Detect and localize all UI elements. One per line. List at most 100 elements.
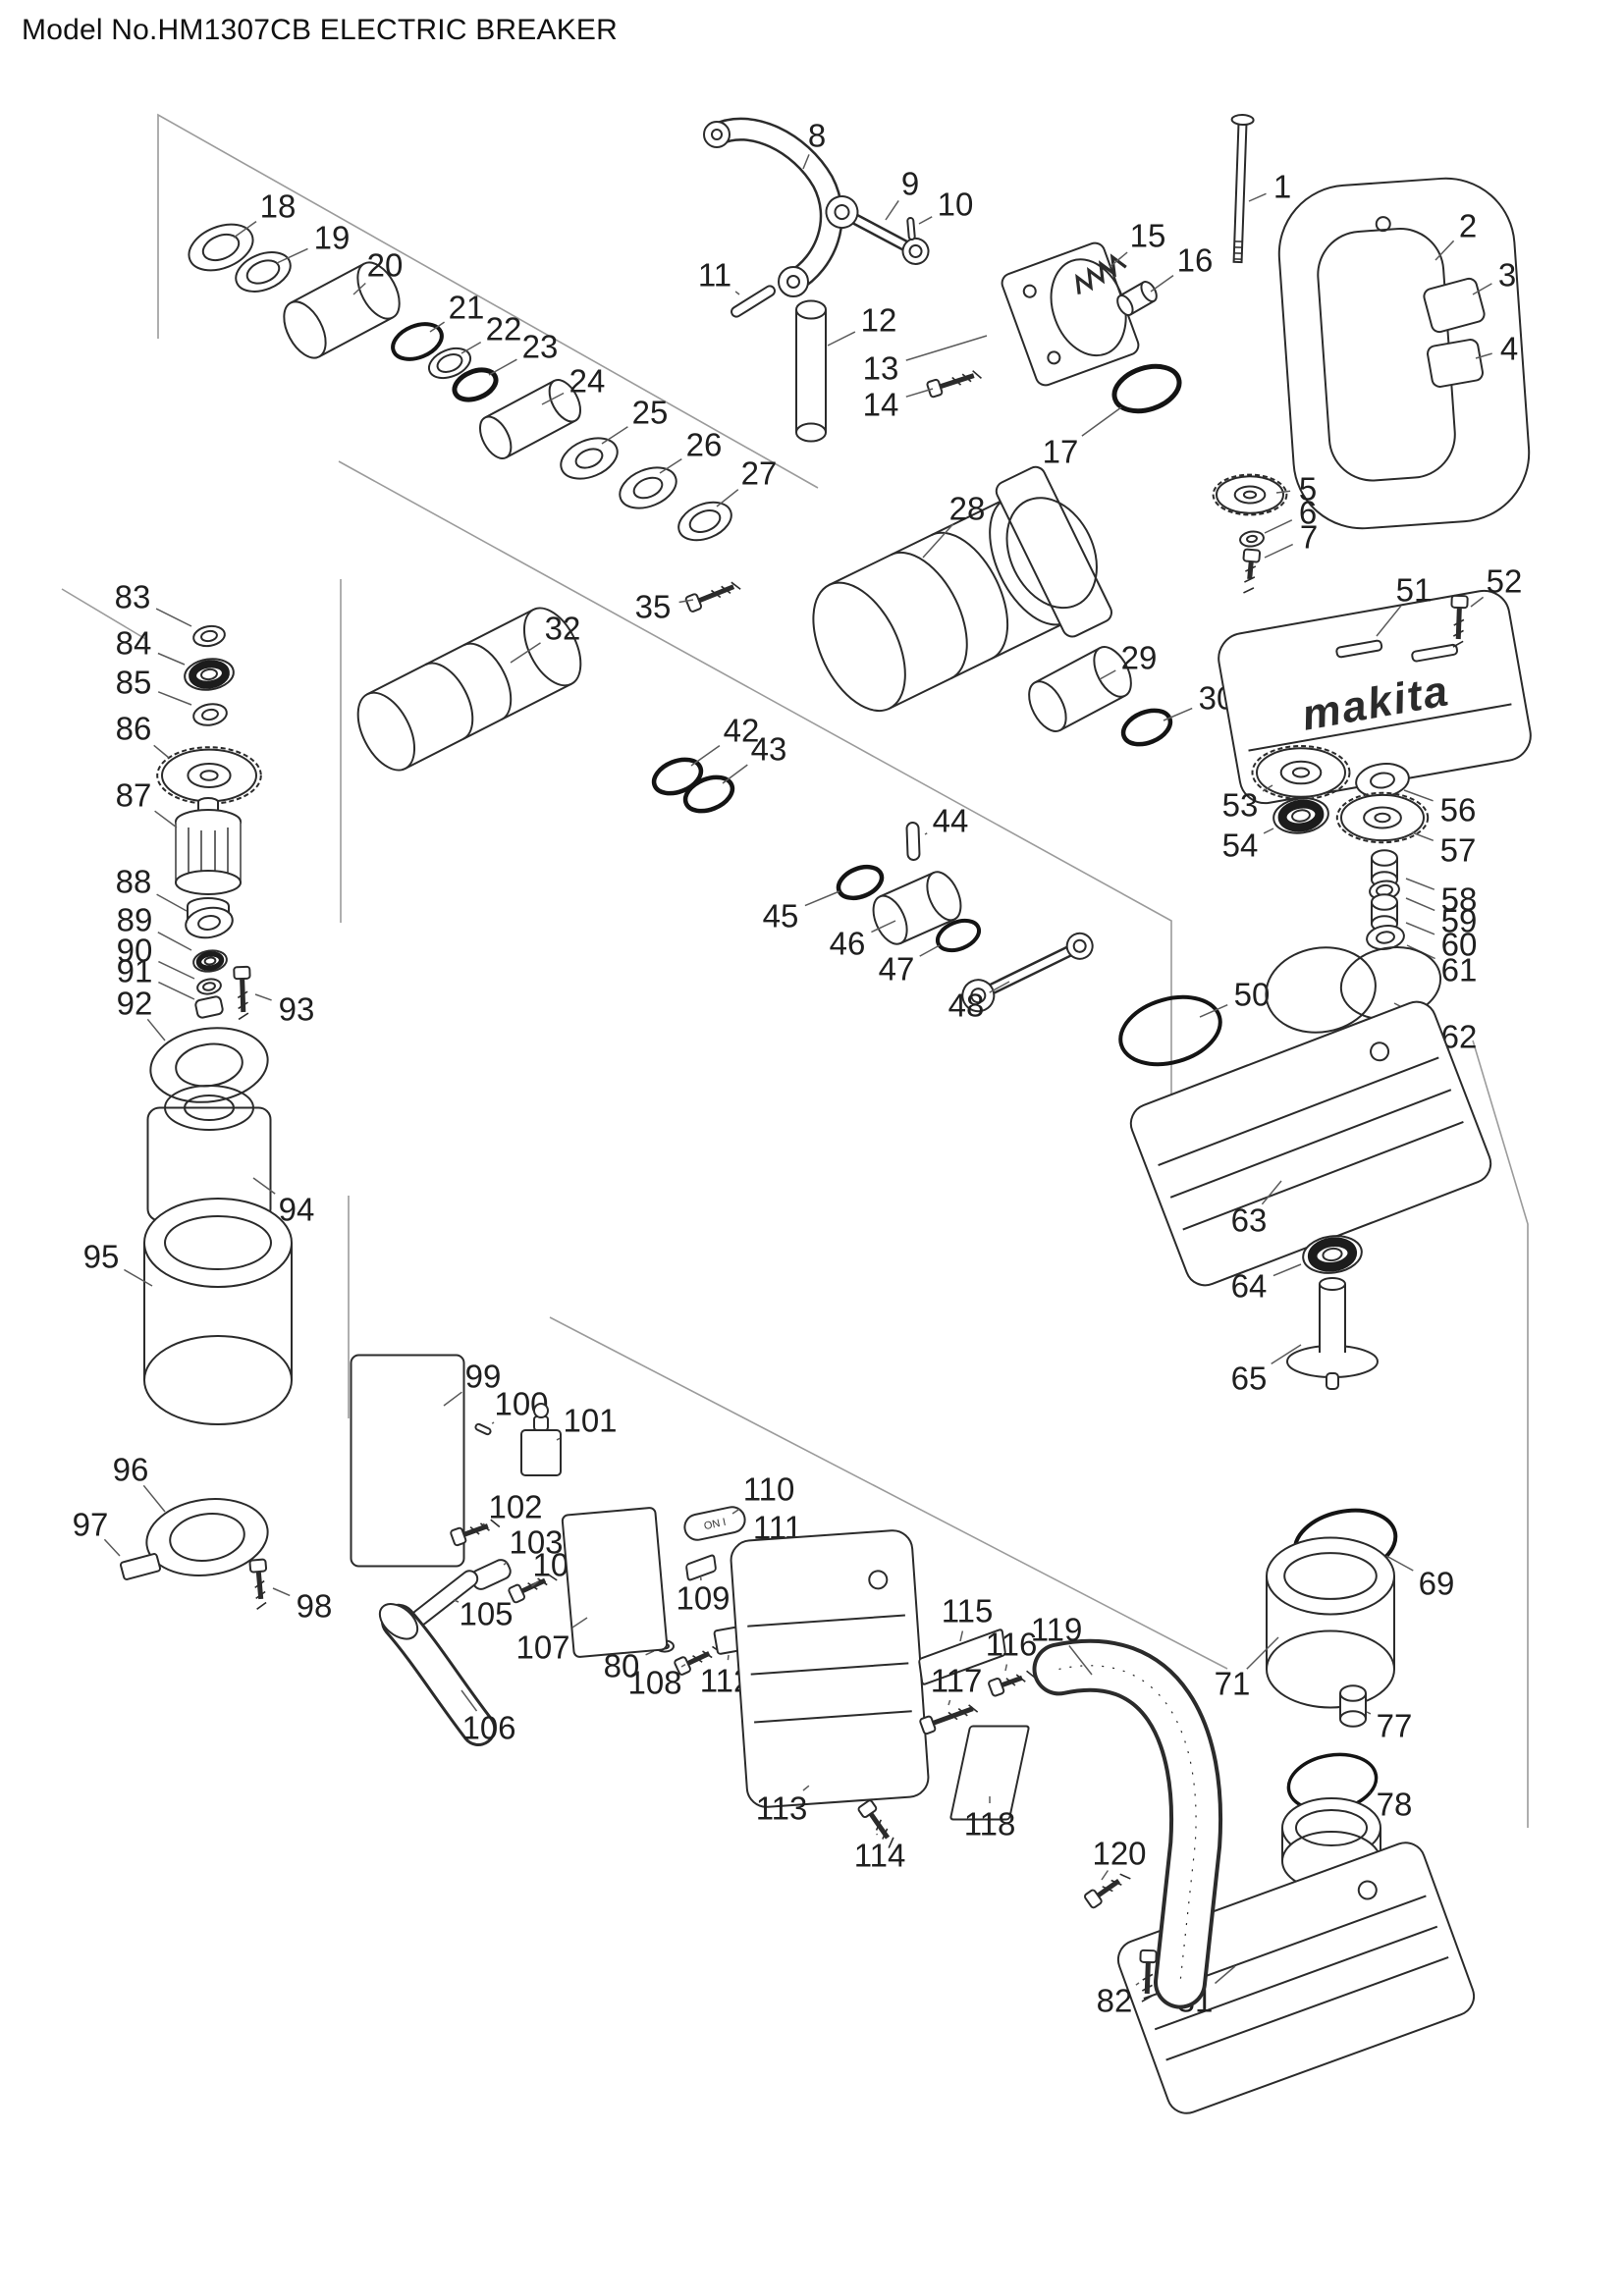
part-56: 56 [1355,763,1476,828]
part-label-102: 102 [488,1489,542,1525]
part-label-1: 1 [1273,169,1291,205]
part-leader-119 [1068,1645,1093,1676]
part-leader-27 [716,489,739,507]
part-glyph-83 [192,624,226,648]
part-glyph-20 [283,261,401,359]
part-leader-5 [1275,490,1291,494]
part-glyph-84 [184,658,235,691]
part-label-113: 113 [756,1790,808,1827]
part-glyph-98 [248,1558,268,1610]
part-glyph-82 [1139,1949,1158,2002]
part-glyph-14 [926,370,982,399]
part-label-48: 48 [948,988,985,1024]
part-glyph-117 [919,1704,979,1735]
part-113: 113 [730,1529,930,1827]
part-leader-65 [1271,1344,1302,1365]
part-label-8: 8 [808,118,826,154]
part-96: 96 [113,1452,269,1576]
part-glyph-54 [1272,797,1329,834]
part-leader-10 [918,216,933,225]
part-glyph-23 [452,367,499,402]
part-65: 65 [1231,1277,1379,1397]
part-glyph-89 [192,949,228,973]
part-6: 6 [1239,495,1317,548]
part-glyph-120 [1084,1873,1131,1909]
part-glyph-113 [730,1529,930,1808]
part-label-63: 63 [1231,1202,1268,1239]
part-leader-60 [1405,922,1435,935]
part-glyph-77 [1339,1684,1367,1728]
part-glyph-21 [391,322,444,361]
part-14: 14 [863,370,982,423]
part-glyph-44 [905,822,921,861]
part-leader-2 [1435,240,1455,261]
part-label-18: 18 [260,188,297,225]
part-glyph-32 [356,607,582,772]
part-leader-30 [1163,707,1193,721]
part-9: 9 [825,166,930,265]
part-leader-110 [731,1508,740,1515]
part-label-7: 7 [1300,519,1318,556]
part-leader-89 [157,932,192,951]
part-63: 63 [1129,1000,1492,1287]
part-label-46: 46 [830,926,866,962]
part-label-82: 82 [1097,1983,1133,2019]
part-label-27: 27 [741,455,778,492]
part-leader-63 [1261,1180,1282,1205]
part-glyph-22 [427,347,472,380]
part-label-95: 95 [83,1239,120,1275]
part-116: 116 [986,1627,1037,1697]
part-117: 117 [919,1663,982,1735]
part-leader-35 [678,599,694,604]
part-leader-92 [146,1018,166,1041]
part-leader-7 [1264,543,1294,559]
part-leader-32 [510,642,541,664]
part-label-119: 119 [1031,1612,1083,1648]
part-label-103: 103 [509,1524,563,1561]
part-leader-25 [601,426,628,445]
part-glyph-42 [651,757,704,796]
part-label-89: 89 [117,902,153,938]
part-35: 35 [635,581,741,625]
part-98: 98 [248,1558,332,1625]
part-84: 84 [116,625,235,691]
part-102: 102 [450,1489,543,1547]
part-leader-14 [905,388,934,398]
part-90: 90 [117,933,222,995]
part-leader-43 [722,764,748,784]
part-leader-83 [155,608,192,627]
part-glyph-96 [145,1498,269,1576]
part-50: 50 [1118,977,1270,1067]
part-leader-69 [1385,1555,1414,1572]
part-glyph-85 [192,703,228,726]
part-label-12: 12 [861,302,897,339]
part-glyph-53 [1251,745,1351,800]
part-42: 42 [651,713,759,796]
part-label-44: 44 [933,803,969,839]
part-leader-102 [482,1522,485,1525]
part-95: 95 [83,1198,293,1425]
part-glyph-47 [935,918,982,953]
part-leader-96 [142,1484,166,1513]
part-45: 45 [763,864,885,934]
part-leader-8 [802,154,810,170]
part-glyph-1 [1230,114,1255,264]
part-label-32: 32 [545,611,581,647]
part-glyph-110: ON I [683,1506,746,1541]
part-12: 12 [795,299,897,443]
part-43: 43 [682,731,786,814]
part-glyph-25 [560,437,619,480]
group-bracket-0 [157,113,819,489]
part-60: 60 [1371,893,1477,963]
part-leader-48 [989,981,1010,993]
part-glyph-97 [119,1553,162,1580]
part-leader-53 [1262,784,1273,792]
part-leader-103 [503,1561,508,1566]
part-label-28: 28 [949,491,986,527]
part-leader-104 [531,1580,539,1587]
part-label-61: 61 [1441,952,1478,988]
part-83: 83 [115,579,226,648]
part-label-35: 35 [635,589,672,625]
part-leader-98 [272,1587,291,1597]
part-leader-86 [153,744,170,759]
